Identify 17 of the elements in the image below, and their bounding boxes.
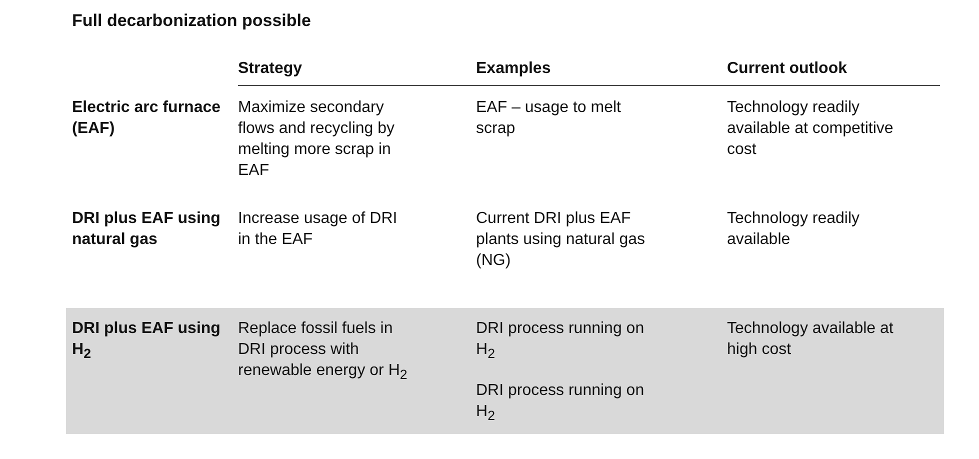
table-cell-text: Technology readily available at competitive cost <box>727 98 894 160</box>
column-header: Examples <box>476 59 552 79</box>
row-header: DRI plus EAF using natural gas <box>72 209 222 250</box>
table-cell-text: Replace fossil fuels in DRI process with renewable energy or H$_{2}$ <box>238 319 408 384</box>
table-title: Full decarbonization possible <box>72 10 311 31</box>
table-cell-text: DRI process running on H$_{2}$ <box>476 381 646 426</box>
row-header: DRI plus EAF using H$_{2}$ <box>72 319 222 364</box>
table-cell-text: Technology available at high cost <box>727 319 894 360</box>
table-cell-text: Current DRI plus EAF plants using natural gas (NG) <box>476 209 646 271</box>
row-header: Electric arc furnace (EAF) <box>72 98 222 139</box>
column-header: Strategy <box>238 59 304 79</box>
table-cell-text: Technology readily available <box>727 209 861 250</box>
table-cell-text: Increase usage of DRI in the EAF <box>238 209 398 250</box>
column-header: Current outlook <box>727 59 848 79</box>
table-cell-text: Maximize secondary flows and recycling by melting more scrap in EAF <box>238 98 396 181</box>
table-cell-text: EAF – usage to melt scrap <box>476 98 622 139</box>
table-cell-text: DRI process running on H$_{2}$ <box>476 319 646 364</box>
